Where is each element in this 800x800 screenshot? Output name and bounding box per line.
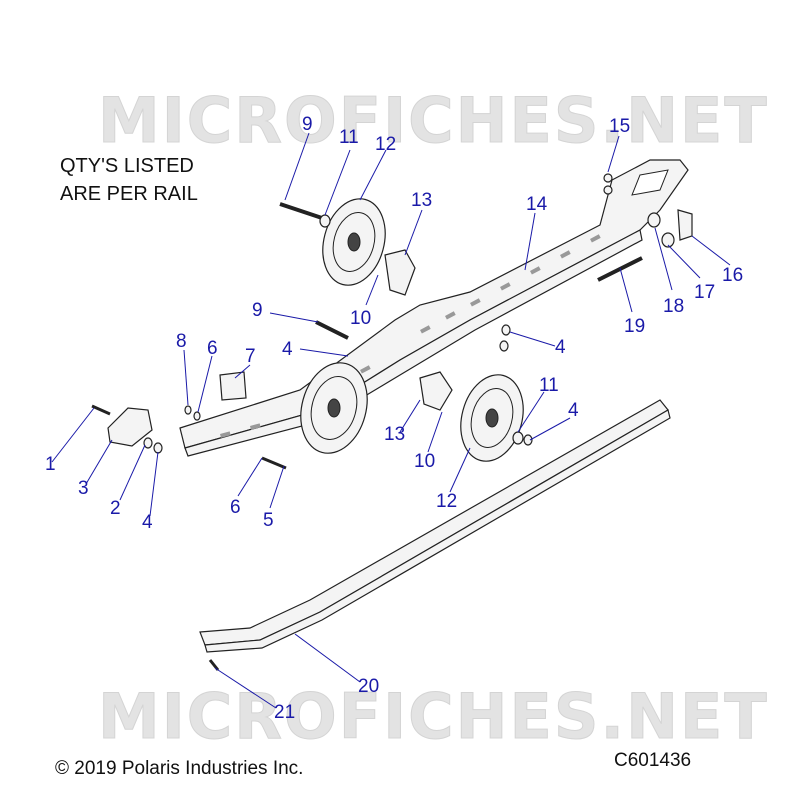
- watermark-bottom: MICROFICHES.NET: [98, 680, 769, 753]
- callout-14: 14: [526, 194, 548, 215]
- callout-10-lower: 10: [414, 451, 435, 472]
- callout-19: 19: [624, 316, 645, 337]
- callout-4-right: 4: [555, 337, 566, 358]
- callout-20: 20: [358, 676, 379, 697]
- hardware: [91, 173, 693, 671]
- callout-15: 15: [609, 116, 630, 137]
- leader-lines: [51, 132, 731, 709]
- copyright-text: © 2019 Polaris Industries Inc.: [55, 758, 304, 779]
- callout-2: 2: [110, 498, 121, 519]
- rail-assembly: [179, 159, 689, 457]
- callout-21: 21: [274, 702, 295, 723]
- callout-5: 5: [263, 510, 274, 531]
- watermark-top: MICROFICHES.NET: [98, 84, 769, 157]
- callout-3: 3: [78, 478, 89, 499]
- callout-4-left: 4: [142, 512, 153, 533]
- slide-rail: [199, 399, 671, 653]
- callout-1: 1: [45, 454, 56, 475]
- callout-8: 8: [176, 331, 187, 352]
- note-line-2: ARE PER RAIL: [60, 183, 198, 205]
- wheel-center: [300, 362, 368, 454]
- callout-13-lower: 13: [384, 424, 405, 445]
- callout-18: 18: [663, 296, 684, 317]
- callout-6-lower: 6: [230, 497, 241, 518]
- callout-11-upper: 11: [339, 127, 359, 148]
- callout-4-lower: 4: [568, 400, 579, 421]
- callout-12-upper: 12: [375, 134, 396, 155]
- note-line-1: QTY'S LISTED: [60, 155, 194, 177]
- callout-9-middle: 9: [252, 300, 263, 321]
- callout-9-upper: 9: [302, 114, 313, 135]
- callout-4-middle: 4: [282, 339, 293, 360]
- callout-13-upper: 13: [411, 190, 432, 211]
- wheel-upper: [322, 198, 386, 286]
- callouts: 9 11 12 13 14 15 16 17 18 19 9 10 8 6 7 …: [45, 114, 743, 723]
- callout-12-lower: 12: [436, 491, 457, 512]
- callout-10-upper: 10: [350, 308, 371, 329]
- wheel-lower: [460, 374, 524, 462]
- callout-7: 7: [245, 346, 256, 367]
- callout-16: 16: [722, 265, 743, 286]
- figure-code: C601436: [614, 750, 692, 771]
- callout-17: 17: [694, 282, 715, 303]
- callout-6-upper: 6: [207, 338, 218, 359]
- callout-11-lower: 11: [539, 375, 559, 396]
- quantity-note: QTY'S LISTED ARE PER RAIL: [60, 152, 198, 208]
